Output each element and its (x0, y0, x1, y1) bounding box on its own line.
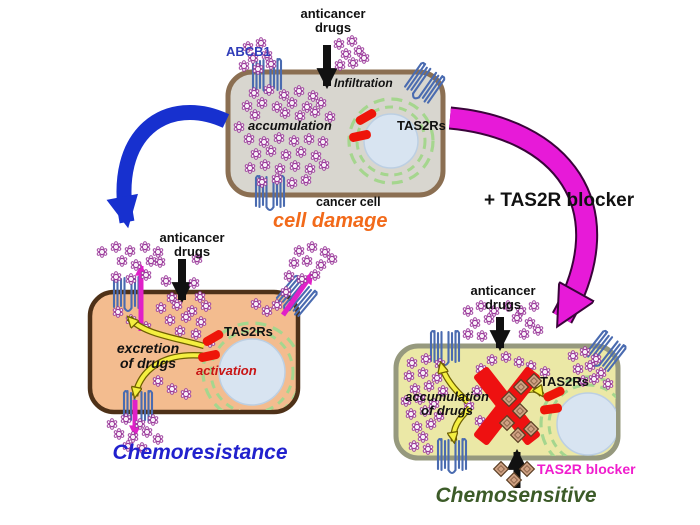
er-ring-icon (201, 321, 296, 410)
anticancer-drugs-label-left: anticancer drugs (159, 230, 225, 259)
er-ring-icon (347, 97, 435, 185)
chemoresistance-caption: Chemoresistance (112, 441, 288, 464)
abcb1-label: ABCB1 (226, 44, 271, 59)
anticancer-drugs-label-top: anticancer drugs (300, 6, 366, 35)
nucleus-icon (556, 392, 616, 456)
signal-arrows-left (129, 318, 207, 396)
activation-label: activation (196, 363, 257, 378)
nucleus-icon (363, 113, 419, 169)
nucleus-icon (218, 338, 286, 406)
tas2rs-label-right: TAS2Rs (540, 374, 589, 389)
magenta-transition-arrow (448, 106, 599, 318)
plus-tas2r-blocker-label: + TAS2R blocker (484, 190, 635, 211)
er-ring-icon (539, 375, 616, 456)
nucleus-and-er (347, 97, 435, 185)
accumulation-label-top: accumulation (248, 118, 332, 133)
er-ring-icon (209, 329, 295, 410)
accumulation-of-drugs-label: accumulation of drugs (405, 389, 489, 418)
excretion-of-drugs-label: excretion of drugs (116, 340, 180, 371)
nucleus-and-er (539, 375, 616, 456)
nucleus-and-er (201, 321, 296, 410)
tas2rs-label-left: TAS2Rs (224, 324, 273, 339)
infiltration-label: Infiltration (334, 76, 393, 90)
chemosensitive-caption: Chemosensitive (435, 484, 597, 507)
cancer-cell-label: cancer cell (316, 195, 381, 209)
blue-transition-arrow (106, 105, 230, 229)
er-ring-icon (355, 105, 427, 177)
anticancer-drugs-label-right: anticancer drugs (470, 283, 536, 312)
tas2rs-label-top: TAS2Rs (397, 118, 446, 133)
er-ring-icon (547, 383, 616, 456)
tas2r-blocker-label: TAS2R blocker (537, 461, 636, 477)
cancer-cell-top (225, 69, 446, 198)
cell-damage-caption: cell damage (273, 210, 388, 232)
